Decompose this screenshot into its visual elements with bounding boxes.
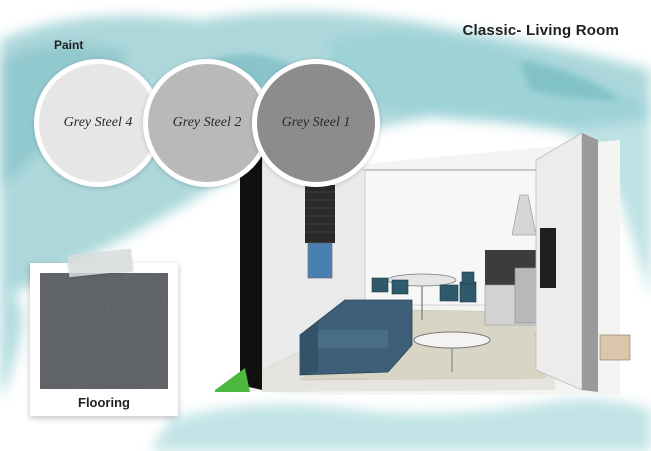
paint-swatch-grey-steel-1: Grey Steel 1 [252,59,380,187]
paint-swatch-grey-steel-2: Grey Steel 2 [143,59,271,187]
board-title: Classic- Living Room [462,22,619,39]
paint-swatch-name: Grey Steel 1 [281,115,351,130]
flooring-sample-card: Flooring [30,263,178,416]
room-render [215,132,631,395]
flooring-label: Flooring [78,395,130,410]
paint-swatch-name: Grey Steel 4 [63,115,133,130]
paint-swatch-name: Grey Steel 2 [172,115,242,130]
carpet-texture-image [40,273,168,389]
paint-section-label: Paint [54,38,84,52]
